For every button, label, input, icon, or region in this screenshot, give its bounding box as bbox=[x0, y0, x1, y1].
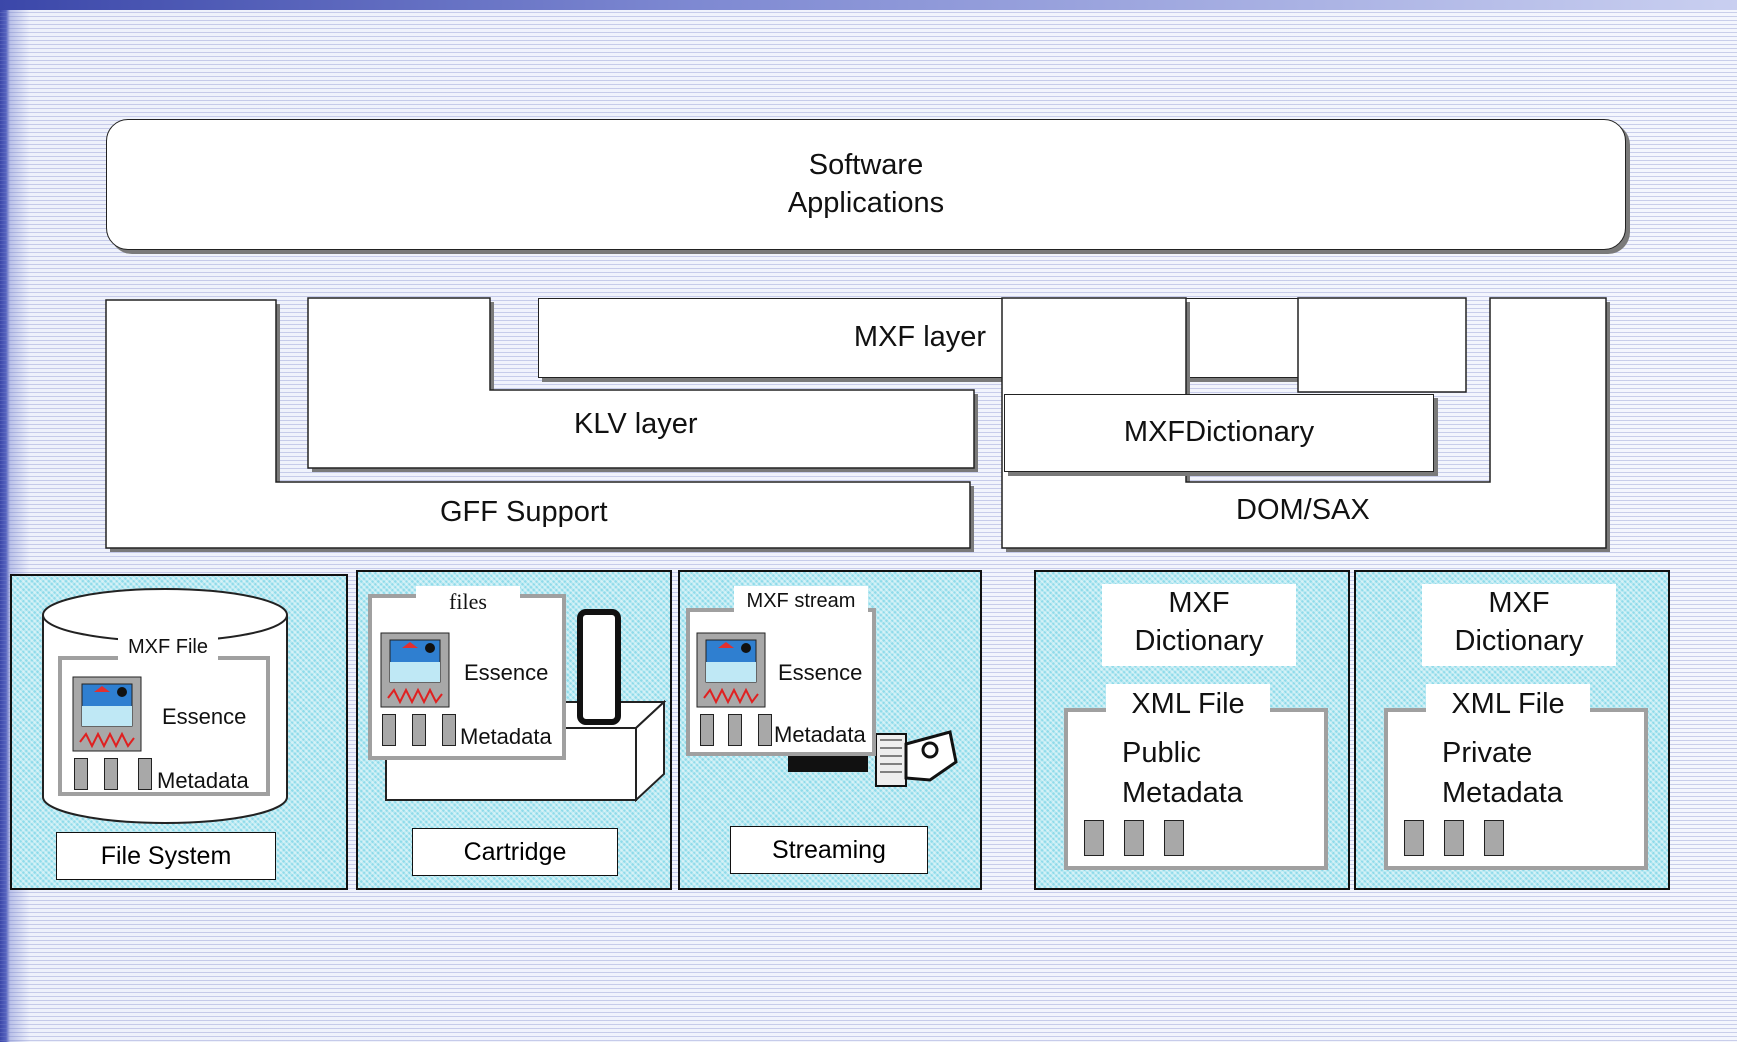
metadata-block-icon bbox=[382, 714, 396, 746]
file-system-metadata-label: Metadata bbox=[157, 768, 249, 793]
metadata-block-icon bbox=[104, 758, 118, 790]
metadata-block-icon bbox=[442, 714, 456, 746]
private-metadata-label: Private Metadata bbox=[1442, 733, 1563, 813]
streaming-label: Streaming bbox=[730, 826, 928, 874]
public-metadata-line-2: Metadata bbox=[1122, 777, 1243, 809]
private-dictionary-line-1: MXF bbox=[1488, 587, 1550, 619]
private-dictionary-line-2: Dictionary bbox=[1454, 625, 1584, 657]
public-dictionary-line-1: MXF bbox=[1168, 587, 1230, 619]
cartridge-label: Cartridge bbox=[412, 828, 618, 876]
file-system-label: File System bbox=[56, 832, 276, 880]
gff-support-layer bbox=[105, 299, 974, 552]
streaming-metadata-label: Metadata bbox=[774, 722, 866, 747]
private-xml-file-label: XML File bbox=[1426, 684, 1590, 724]
klv-layer-label: KLV layer bbox=[574, 408, 698, 440]
metadata-block-icon bbox=[1084, 820, 1104, 856]
metadata-block-icon bbox=[1164, 820, 1184, 856]
public-dictionary-label: MXF Dictionary bbox=[1102, 584, 1296, 666]
essence-picture-icon bbox=[72, 676, 142, 752]
metadata-block-icon bbox=[728, 714, 742, 746]
dom-sax-layer bbox=[1001, 297, 1610, 552]
essence-picture-icon bbox=[380, 632, 450, 708]
public-metadata-line-1: Public bbox=[1122, 737, 1201, 769]
files-label: files bbox=[416, 586, 520, 618]
klv-layer bbox=[307, 297, 978, 472]
cartridge-metadata-label: Metadata bbox=[460, 724, 552, 749]
public-xml-file-container bbox=[1064, 708, 1328, 870]
metadata-block-icon bbox=[412, 714, 426, 746]
private-xml-file-container bbox=[1384, 708, 1648, 870]
gff-support-label: GFF Support bbox=[440, 496, 608, 528]
private-dictionary-label: MXF Dictionary bbox=[1422, 584, 1616, 666]
private-metadata-line-2: Metadata bbox=[1442, 777, 1563, 809]
private-metadata-line-1: Private bbox=[1442, 737, 1533, 769]
essence-picture-icon bbox=[696, 632, 766, 708]
software-label-line-2: Applications bbox=[787, 186, 945, 219]
streaming-plug-icon bbox=[788, 730, 958, 787]
metadata-block-icon bbox=[1124, 820, 1144, 856]
public-dictionary-line-2: Dictionary bbox=[1134, 625, 1264, 657]
mxf-stream-label: MXF stream bbox=[734, 586, 868, 616]
title-bar bbox=[0, 0, 1737, 10]
streaming-essence-label: Essence bbox=[778, 660, 863, 685]
metadata-block-icon bbox=[758, 714, 772, 746]
cartridge-essence-label: Essence bbox=[464, 660, 549, 685]
metadata-block-icon bbox=[1444, 820, 1464, 856]
metadata-block-icon bbox=[138, 758, 152, 790]
metadata-block-icon bbox=[74, 758, 88, 790]
mxf-file-label: MXF File bbox=[118, 632, 218, 662]
metadata-block-icon bbox=[1484, 820, 1504, 856]
metadata-block-icon bbox=[1404, 820, 1424, 856]
public-metadata-label: Public Metadata bbox=[1122, 733, 1243, 813]
mxf-layer-connector bbox=[1297, 297, 1467, 393]
software-label-line-1: Software bbox=[808, 148, 924, 181]
public-xml-file-label: XML File bbox=[1106, 684, 1270, 724]
software-applications-layer: Software Applications bbox=[106, 119, 1626, 250]
metadata-block-icon bbox=[700, 714, 714, 746]
mxf-dictionary-layer: MXFDictionary bbox=[1004, 394, 1434, 472]
dom-sax-label: DOM/SAX bbox=[1236, 494, 1370, 526]
file-system-essence-label: Essence bbox=[162, 704, 247, 729]
